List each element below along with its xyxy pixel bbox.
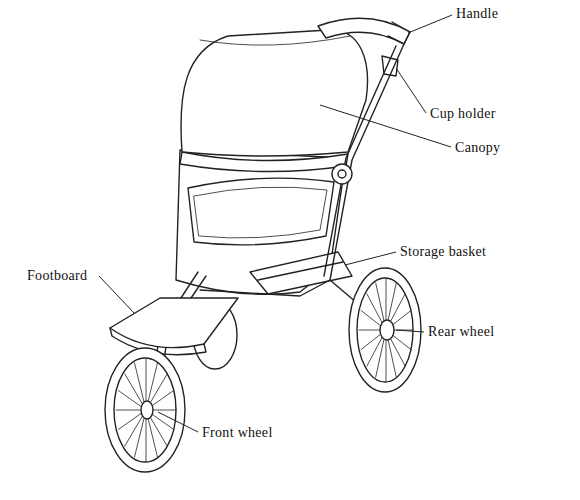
rear-wheel-tyre	[349, 268, 421, 392]
basket	[250, 252, 352, 294]
rear-spokes	[359, 279, 413, 381]
part-label: Handle	[456, 6, 498, 22]
mesh-window	[188, 178, 334, 245]
mesh-inner	[194, 187, 327, 238]
handle-grip	[388, 22, 410, 44]
rear-wheel-rim	[357, 278, 413, 382]
front-wheel-rim	[114, 358, 176, 462]
leader-line	[408, 15, 452, 33]
part-label: Canopy	[455, 140, 500, 156]
rear-hub	[380, 320, 394, 340]
part-label: Front wheel	[202, 425, 273, 441]
canopy-zip	[180, 152, 348, 172]
part-label: Rear wheel	[428, 324, 494, 340]
handle-bar	[318, 18, 410, 44]
fold-hinge-center	[338, 170, 346, 178]
footboard	[110, 298, 238, 348]
leader-line	[396, 330, 424, 332]
lower-frame	[200, 280, 330, 296]
part-label: Footboard	[27, 268, 87, 284]
part-label: Storage basket	[400, 244, 486, 260]
fold-hinge	[332, 164, 352, 184]
part-label: Cup holder	[430, 106, 496, 122]
rear-frame-inner	[324, 46, 396, 276]
front-wheel-tyre	[105, 348, 185, 472]
front-spokes	[116, 359, 176, 461]
leader-line	[99, 276, 135, 314]
leader-line	[345, 252, 396, 265]
leader-line	[158, 412, 198, 432]
leader-line	[396, 68, 426, 113]
front-hub	[141, 401, 153, 419]
canopy	[181, 30, 368, 156]
